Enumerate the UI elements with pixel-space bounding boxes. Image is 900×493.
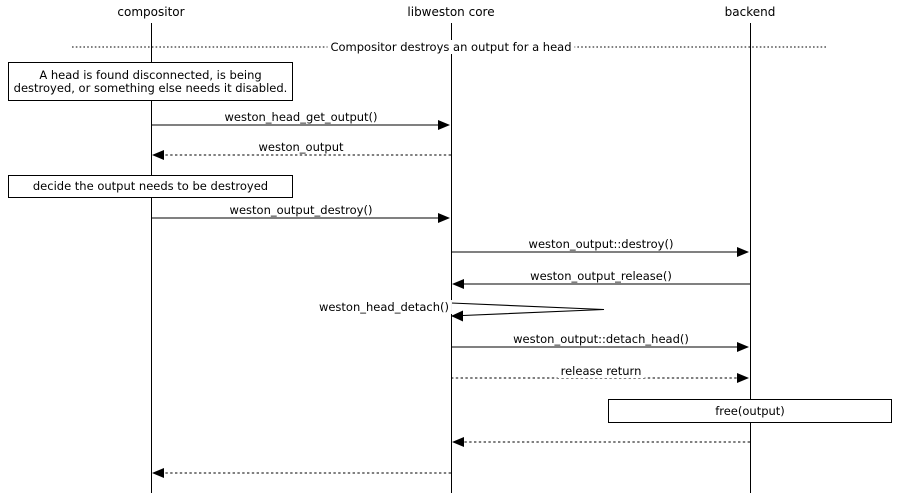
label-weston-output-destroy: weston_output_destroy()	[226, 203, 376, 217]
lifeline-libweston-core	[451, 23, 452, 493]
label-weston-head-get-output: weston_head_get_output()	[221, 110, 381, 124]
actor-label-compositor: compositor	[117, 5, 185, 19]
label-weston-output-detach-head: weston_output::detach_head()	[510, 332, 692, 346]
lifeline-backend	[750, 23, 751, 493]
label-release-return: release return	[557, 364, 645, 378]
label-weston-output-destroy-backend: weston_output::destroy()	[525, 237, 677, 251]
actor-label-backend: backend	[724, 5, 776, 19]
label-weston-head-detach: weston_head_detach()	[315, 300, 452, 314]
note-free-output: free(output)	[608, 399, 892, 423]
lifeline-compositor	[151, 23, 152, 493]
label-weston-output-release: weston_output_release()	[527, 269, 675, 283]
arrow-weston-head-detach-self	[450, 302, 605, 322]
actor-label-libweston-core: libweston core	[407, 5, 495, 19]
frame-separator-label: Compositor destroys an output for a head	[327, 40, 575, 54]
label-weston-output-return: weston_output	[255, 140, 347, 154]
note-decide-destroy: decide the output needs to be destroyed	[8, 175, 293, 198]
note-head-disconnected: A head is found disconnected, is being d…	[8, 62, 293, 101]
